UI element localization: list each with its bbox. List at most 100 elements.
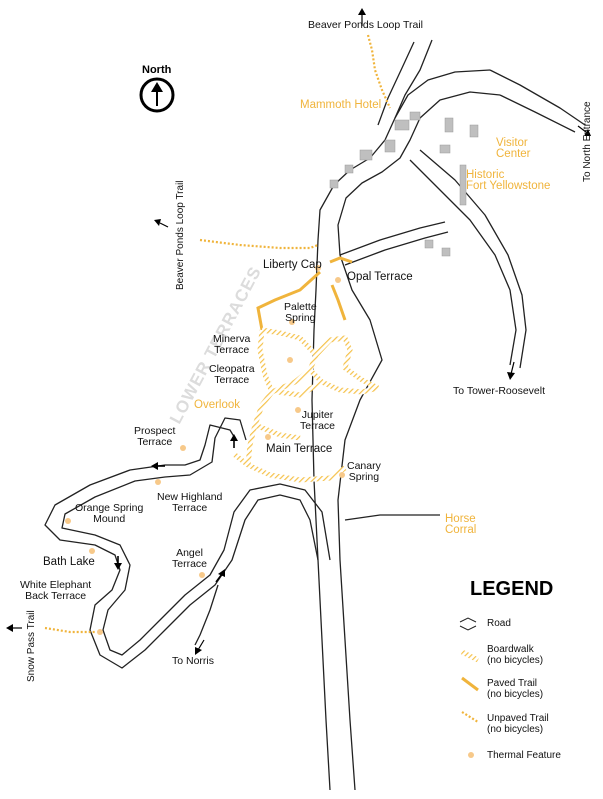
liberty-cap-label: Liberty Cap: [263, 259, 322, 271]
thermal-minerva: [287, 357, 293, 363]
thermal-prospect: [180, 445, 186, 451]
building: [384, 139, 396, 153]
opal-branch-road: [339, 221, 446, 256]
thermal-orange-spring: [65, 518, 71, 524]
legend-symbols: [459, 617, 480, 758]
arrow-angel: [215, 569, 225, 583]
building: [424, 239, 434, 249]
road-icon: [459, 617, 477, 631]
orange-spring-mound-label: Orange Spring Mound: [75, 502, 144, 525]
arrow-norris: [195, 639, 205, 655]
thermal-feature-icon: [468, 752, 474, 758]
building: [394, 119, 410, 131]
canary-spring-label: Canary Spring: [347, 460, 381, 483]
beaver-ponds-trail-north: [366, 34, 392, 109]
legend-thermal-label: Thermal Feature: [487, 750, 561, 761]
arrow-beaver-ponds-top: [358, 8, 366, 26]
new-highland-terrace-label: New Highland Terrace: [157, 491, 223, 514]
building: [459, 164, 467, 206]
arrow-bath-lake: [114, 556, 122, 570]
thermal-new-highland: [155, 479, 161, 485]
beaver-ponds-trail-west: [199, 238, 319, 250]
thermal-palette: [289, 319, 295, 325]
paved-trails: [256, 256, 353, 331]
boardwalk-segment: [257, 327, 319, 396]
overlook-label: Overlook: [194, 399, 241, 411]
jupiter-terrace-label: Jupiter Terrace: [300, 409, 336, 432]
building: [344, 164, 354, 174]
upper-terrace-drive-inner: [61, 417, 331, 656]
unpaved-trails: [44, 34, 392, 634]
building: [329, 179, 339, 189]
north-entrance-road-edge: [499, 94, 576, 133]
buildings: [329, 111, 479, 257]
legend-road-label: Road: [487, 618, 511, 629]
building: [439, 144, 451, 154]
boardwalk-segment: [308, 368, 379, 395]
to-norris-label[interactable]: To Norris: [172, 655, 215, 667]
legend-title: LEGEND: [470, 578, 554, 600]
thermal-canary: [339, 472, 345, 478]
opal-paved-trail: [330, 284, 347, 321]
thermal-white-elephant: [97, 629, 103, 635]
north-access-road-edge: [377, 41, 415, 126]
snow-pass-trail: [44, 626, 95, 634]
thermal-jupiter: [295, 407, 301, 413]
north-access-road: [394, 39, 433, 119]
main-terrace-label: Main Terrace: [266, 443, 333, 455]
beaver-ponds-left-label[interactable]: Beaver Ponds Loop Trail: [175, 180, 186, 290]
tower-roosevelt-label[interactable]: To Tower-Roosevelt: [453, 385, 546, 397]
palette-paved-trail: [256, 270, 322, 331]
tower-road-edge: [419, 149, 527, 369]
north-arrow-icon: [139, 77, 175, 113]
thermal-main: [265, 434, 271, 440]
boardwalks: [233, 327, 380, 483]
building: [469, 124, 479, 138]
prospect-terrace-label: Prospect Terrace: [134, 425, 176, 448]
horse-corral-spur: [344, 514, 440, 521]
opal-terrace-label: Opal Terrace: [347, 271, 413, 283]
boardwalk-segment: [277, 379, 324, 398]
thermal-liberty-cap: [315, 265, 321, 271]
building: [409, 111, 421, 121]
tower-road: [409, 159, 517, 366]
north-entrance-road: [489, 69, 586, 126]
arrow-tower-roosevelt: [507, 361, 515, 380]
legend-boardwalk-label: Boardwalk (no bicycles): [487, 644, 544, 666]
visitor-center-label: Visitor Center: [496, 137, 531, 160]
opal-branch-road-edge: [344, 231, 449, 266]
minerva-terrace-label: Minerva Terrace: [213, 333, 251, 356]
mammoth-hotel-label: Mammoth Hotel: [300, 99, 382, 111]
cleopatra-terrace-label: Cleopatra Terrace: [209, 363, 255, 386]
building: [444, 117, 454, 133]
arrow-beaver-ponds-left: [154, 219, 169, 228]
thermal-bath-lake: [89, 548, 95, 554]
legend-paved-label: Paved Trail (no bicycles): [487, 678, 544, 700]
legend-unpaved-label: Unpaved Trail (no bicycles): [487, 713, 549, 735]
boardwalk-icon: [460, 649, 480, 663]
unpaved-trail-icon: [461, 711, 479, 723]
beaver-ponds-top-label[interactable]: Beaver Ponds Loop Trail: [308, 19, 423, 31]
north-label: North: [142, 64, 172, 76]
thermal-angel: [199, 572, 205, 578]
palette-spring-label: Palette Spring: [284, 301, 317, 324]
building: [441, 247, 451, 257]
bath-lake-label: Bath Lake: [43, 556, 95, 568]
angel-terrace-label: Angel Terrace: [172, 547, 208, 570]
snow-pass-label[interactable]: Snow Pass Trail: [26, 610, 37, 682]
arrow-north-entrance: [577, 125, 591, 136]
horse-corral-label: Horse Corral: [445, 513, 477, 536]
historic-fort-label: Historic Fort Yellowstone: [466, 169, 551, 192]
norris-road: [194, 584, 219, 646]
building: [359, 149, 373, 161]
arrow-snow-pass: [6, 624, 22, 632]
north-entrance-label[interactable]: To North Entrance: [582, 101, 593, 182]
liberty-cap-paved-trail: [329, 256, 353, 264]
boardwalk-segment: [314, 335, 380, 391]
direction-arrows: [6, 8, 591, 655]
road-network: [44, 39, 586, 791]
thermal-opal: [335, 277, 341, 283]
arrow-prospect: [151, 462, 165, 470]
thermal-features: [65, 265, 345, 635]
